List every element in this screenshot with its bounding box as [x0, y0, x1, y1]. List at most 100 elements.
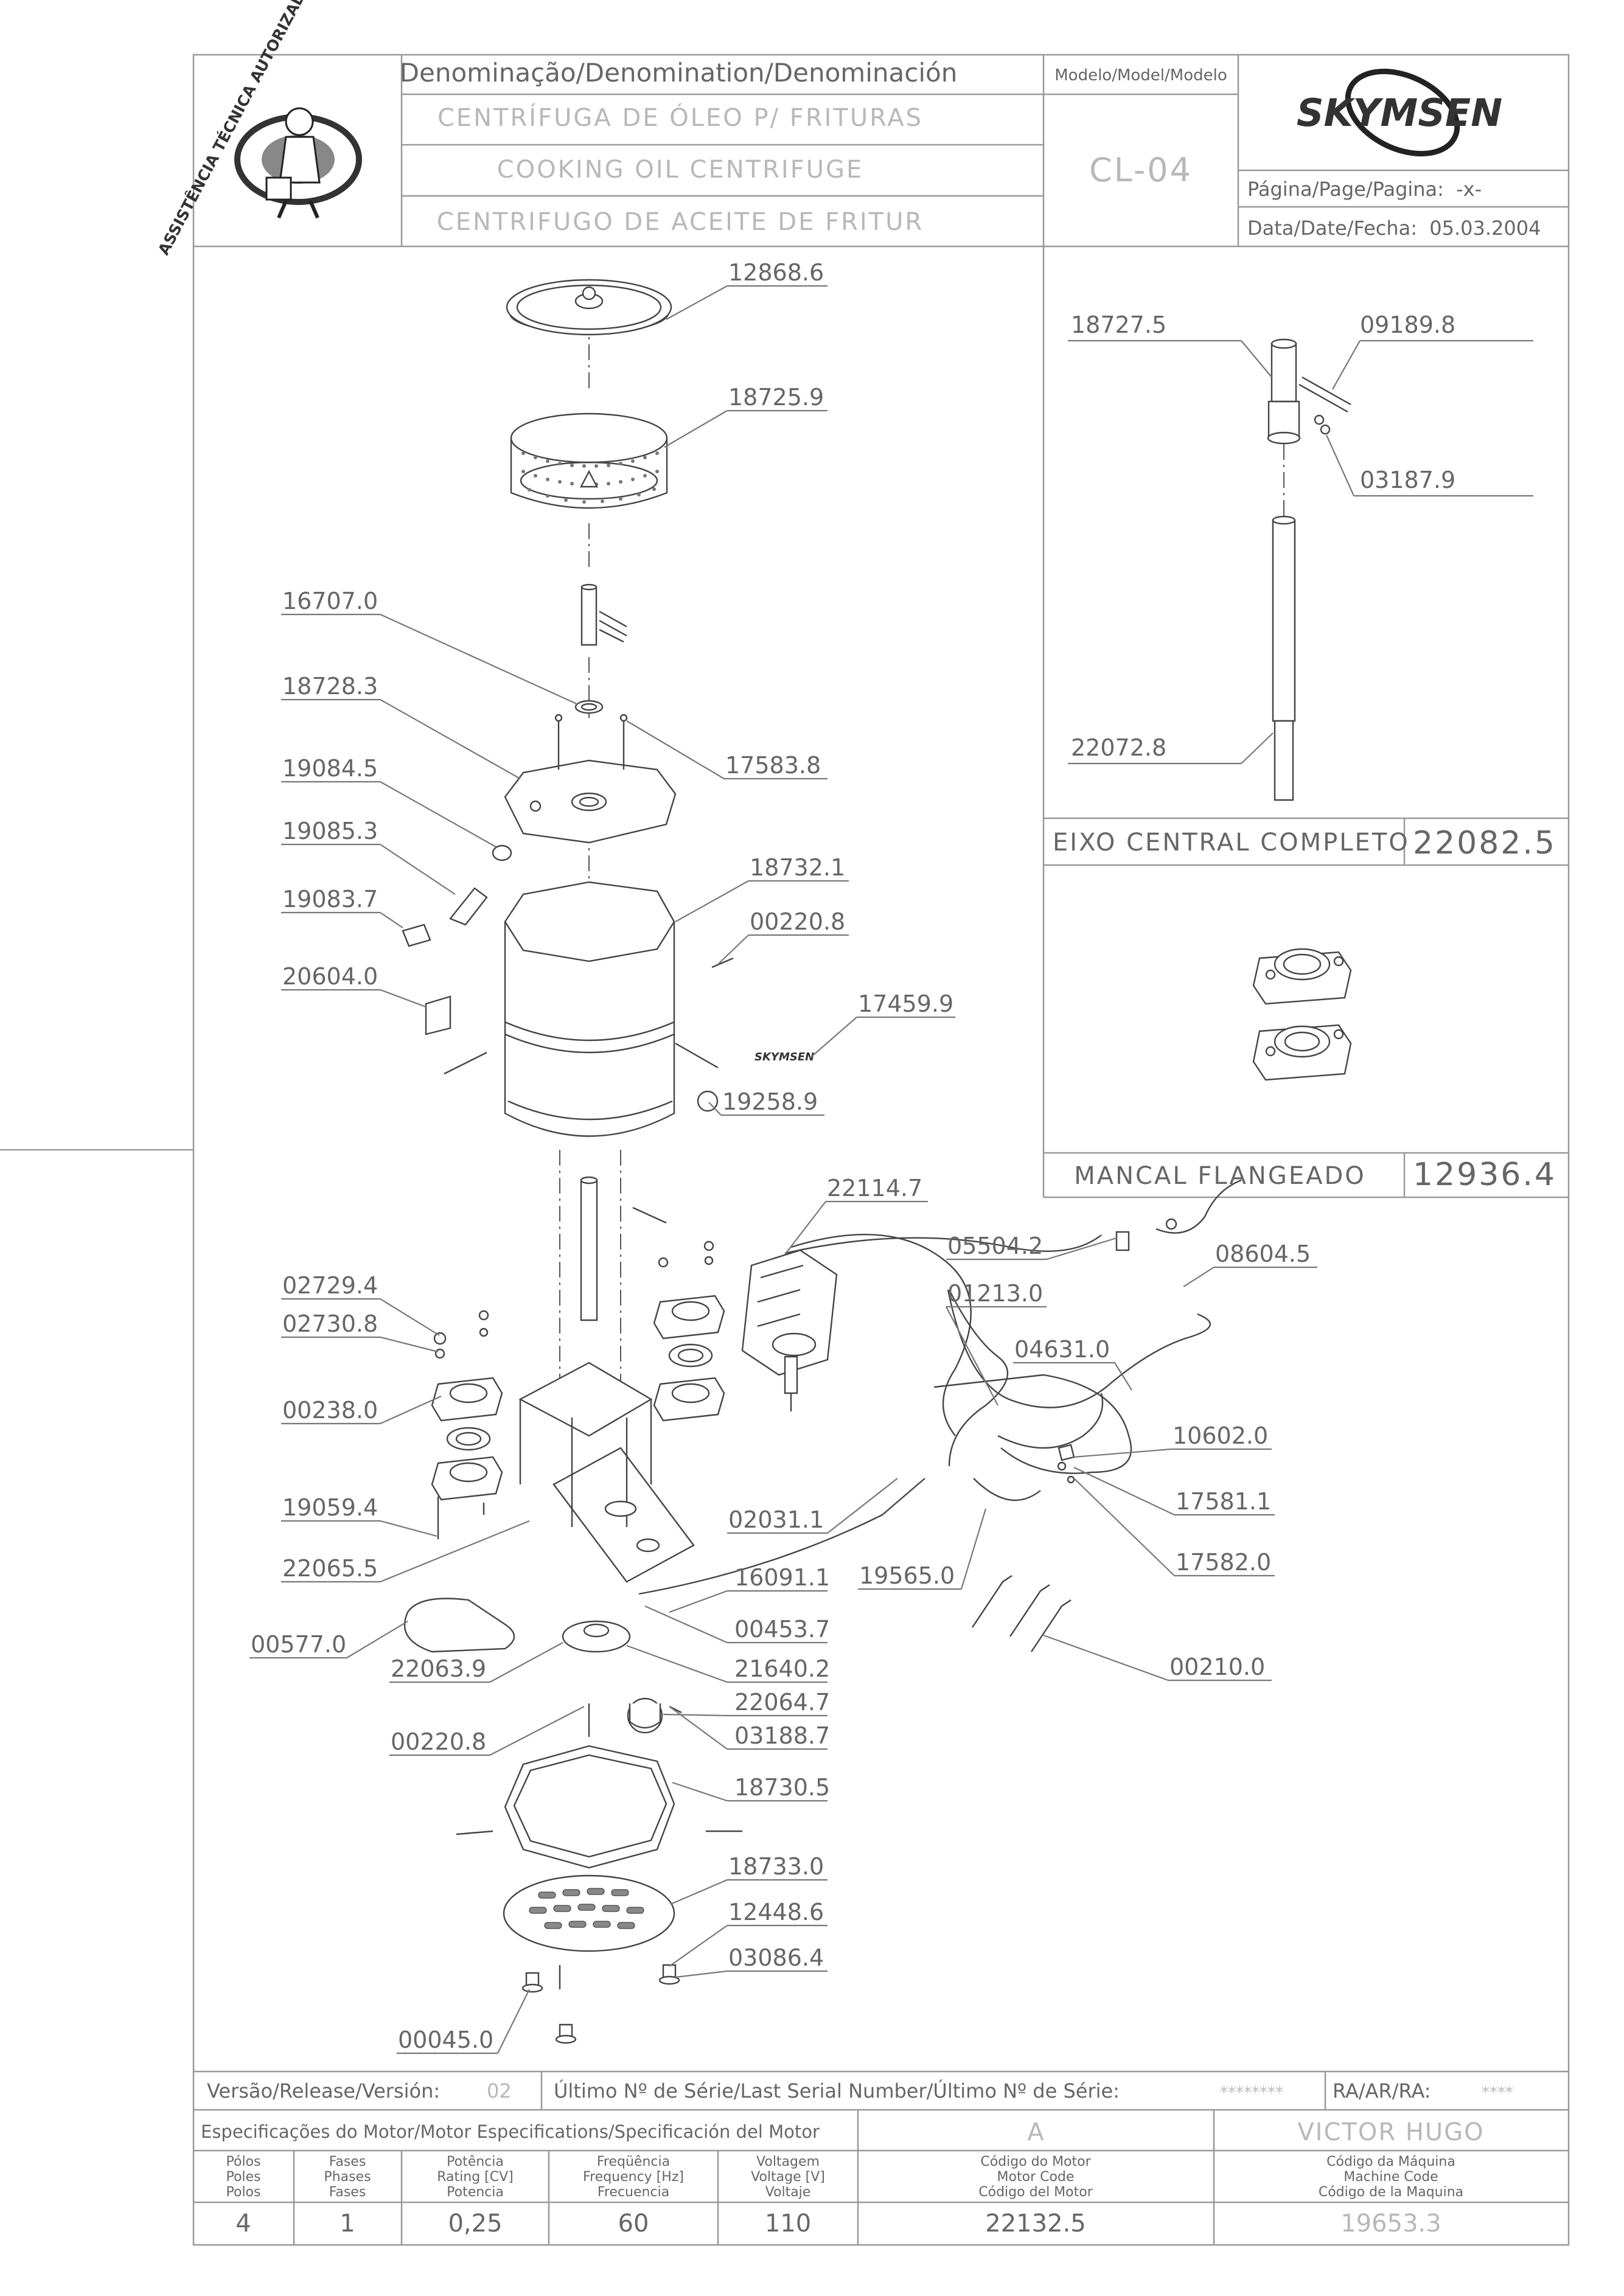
version-label: Versão/Release/Versión:	[207, 2079, 440, 2103]
part-label-17583-8: 17583.8	[725, 752, 821, 779]
rating-header-es: Potencia	[447, 2185, 504, 2200]
part-label-22064-7: 22064.7	[734, 1689, 830, 1716]
brand-wordmark: SKYMSEN	[1297, 91, 1502, 135]
part-label-00220-8-b: 00220.8	[391, 1728, 486, 1755]
part-label-00210-0: 00210.0	[1169, 1654, 1265, 1680]
author-name: VICTOR HUGO	[1297, 2118, 1484, 2146]
part-label-02729-4: 02729.4	[282, 1272, 378, 1299]
product-name-en: COOKING OIL CENTRIFUGE	[497, 156, 864, 184]
page-label: Página/Page/Pagina:	[1247, 178, 1444, 201]
part-label-00045-0: 00045.0	[398, 2026, 493, 2053]
part-label-22072-8: 22072.8	[1071, 734, 1166, 761]
poles-header-pt: Pólos	[226, 2154, 261, 2169]
voltage-value: 110	[765, 2210, 811, 2238]
voltage-header-pt: Voltagem	[756, 2154, 820, 2169]
revision-letter: A	[1027, 2118, 1044, 2146]
part-label-03187-9: 03187.9	[1360, 467, 1455, 493]
leader-lines	[249, 285, 1317, 2054]
part-label-22114-7: 22114.7	[827, 1175, 922, 1202]
part-label-03188-7: 03188.7	[734, 1722, 830, 1749]
machine-code-header-en: Machine Code	[1343, 2169, 1438, 2185]
product-name-es: CENTRIFUGO DE ACEITE DE FRITUR	[437, 208, 924, 236]
skymsen-sticker-label: SKYMSEN	[754, 1051, 814, 1063]
title-block: ASSISTÊNCIA TÉCNICA AUTORIZADA Denominaç…	[155, 0, 1569, 258]
bearing-code: 12936.4	[1413, 1157, 1556, 1193]
part-label-17459-9: 17459.9	[858, 990, 953, 1017]
rating-header-en: Rating [CV]	[437, 2169, 514, 2185]
part-label-22063-9: 22063.9	[391, 1655, 486, 1682]
bearing-title: MANCAL FLANGEADO	[1074, 1162, 1366, 1190]
machine-code-header-es: Código de la Maquina	[1319, 2185, 1463, 2200]
machine-code-header-pt: Código da Máquina	[1326, 2154, 1455, 2169]
motor-drawing	[741, 1233, 1102, 1467]
part-label-18730-5: 18730.5	[734, 1774, 830, 1801]
poles-value: 4	[235, 2210, 251, 2238]
drawing-frame	[0, 54, 1570, 2246]
frequency-header-en: Frequency [Hz]	[583, 2169, 684, 2185]
main-exploded-view: SKYMSEN	[402, 279, 1242, 2044]
rating-value: 0,25	[448, 2210, 502, 2238]
model-label: Modelo/Model/Modelo	[1054, 66, 1227, 85]
central-shaft-drawing	[1267, 338, 1351, 801]
part-label-18725-9: 18725.9	[728, 384, 824, 411]
part-label-20604-0: 20604.0	[282, 963, 378, 990]
svg-text:Página/Page/Pagina: -x-: Página/Page/Pagina: -x-	[1247, 178, 1482, 201]
phases-value: 1	[340, 2210, 355, 2238]
machine-code-value: 19653.3	[1340, 2210, 1441, 2238]
poles-header-en: Poles	[226, 2169, 260, 2185]
phases-header-es: Fases	[329, 2185, 366, 2200]
part-label-17582-0: 17582.0	[1176, 1549, 1271, 1576]
serial-label: Último Nº de Série/Last Serial Number/Úl…	[554, 2079, 1120, 2103]
shaft-assembly-code: 22082.5	[1413, 825, 1556, 861]
part-label-19059-4: 19059.4	[282, 1494, 378, 1521]
part-label-18733-0: 18733.0	[728, 1853, 824, 1880]
page-value: -x-	[1456, 178, 1482, 201]
part-label-18728-3: 18728.3	[282, 673, 378, 700]
footer-block: Versão/Release/Versión: 02 Último Nº de …	[193, 2070, 1569, 2245]
phases-header-pt: Fases	[329, 2154, 366, 2169]
phases-header-en: Phases	[324, 2169, 371, 2185]
skymsen-logo: SKYMSEN	[1297, 68, 1502, 157]
part-label-05504-2: 05504.2	[947, 1233, 1043, 1259]
motor-code-header-pt: Código do Motor	[980, 2154, 1091, 2169]
part-label-12448-6: 12448.6	[728, 1899, 824, 1926]
date-value: 05.03.2004	[1429, 217, 1541, 240]
part-label-12868-6: 12868.6	[728, 259, 824, 286]
part-label-04631-0: 04631.0	[1014, 1336, 1110, 1363]
version-value: 02	[487, 2079, 512, 2103]
part-label-21640-2: 21640.2	[734, 1655, 830, 1682]
flanged-bearing-drawing	[1252, 948, 1352, 1081]
part-label-18732-1: 18732.1	[750, 854, 845, 881]
shaft-assembly-title: EIXO CENTRAL COMPLETO	[1053, 829, 1410, 857]
frequency-header-pt: Freqüência	[597, 2154, 670, 2169]
part-label-01213-0: 01213.0	[947, 1280, 1043, 1307]
part-label-00220-8: 00220.8	[750, 908, 845, 935]
part-label-19258-9: 19258.9	[722, 1088, 818, 1115]
part-number-labels: 12868.6 18725.9 16707.0 18728.3 17583.8 …	[251, 259, 1311, 2053]
denomination-label: Denominação/Denomination/Denominación	[400, 58, 958, 88]
part-label-10602-0: 10602.0	[1173, 1422, 1268, 1449]
frequency-value: 60	[618, 2210, 649, 2238]
part-label-03086-4: 03086.4	[728, 1944, 824, 1971]
part-label-17581-1: 17581.1	[1176, 1488, 1271, 1515]
shaft-panel: 18727.5 09189.8 03187.9 22072.8 EIXO CEN…	[1042, 246, 1569, 1197]
ra-label: RA/AR/RA:	[1333, 2079, 1431, 2103]
part-label-16707-0: 16707.0	[282, 588, 378, 614]
product-name-pt: CENTRÍFUGA DE ÓLEO P/ FRITURAS	[437, 103, 923, 132]
date-label: Data/Date/Fecha:	[1247, 217, 1417, 240]
motor-code-header-en: Motor Code	[997, 2169, 1075, 2185]
part-label-19083-7: 19083.7	[282, 886, 378, 913]
part-label-16091-1: 16091.1	[734, 1564, 830, 1591]
svg-text:Data/Date/Fecha: 05.03.2: Data/Date/Fecha: 05.03.2004	[1247, 217, 1541, 240]
poles-header-es: Polos	[226, 2185, 261, 2200]
part-label-19084-5: 19084.5	[282, 755, 378, 782]
assistencia-stamp-logo: ASSISTÊNCIA TÉCNICA AUTORIZADA	[155, 0, 362, 258]
part-label-00453-7: 00453.7	[734, 1616, 830, 1643]
part-label-02031-1: 02031.1	[728, 1506, 824, 1533]
part-label-08604-5: 08604.5	[1215, 1240, 1311, 1267]
motor-code-value: 22132.5	[985, 2210, 1086, 2238]
part-label-09189-8: 09189.8	[1360, 311, 1455, 338]
part-label-02730-8: 02730.8	[282, 1310, 378, 1337]
part-label-22065-5: 22065.5	[282, 1555, 378, 1582]
